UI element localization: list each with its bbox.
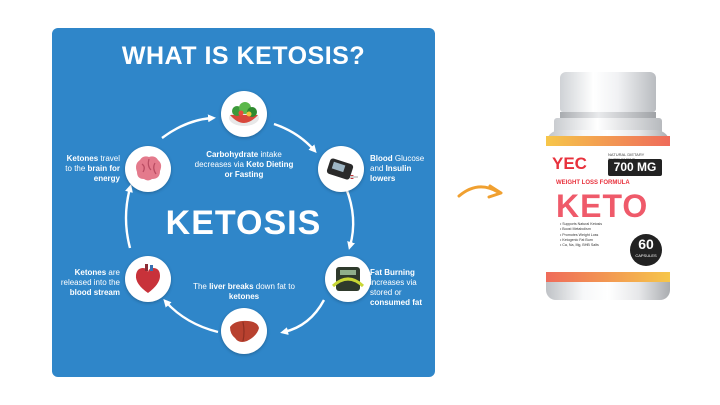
capsule-count-badge: 60 CAPSULES [630,234,662,266]
arrow-heart-to-brain [124,184,133,249]
step-text-run: blood stream [69,288,120,297]
scale-tape-icon [325,256,371,302]
step-text-run: Ketones [74,268,107,277]
ketosis-infographic-panel: WHAT IS KETOSIS? KETOSIS Carbohydrate in… [52,28,435,377]
step-text-run: The [193,282,210,291]
step-text-run: Fat Burning [370,268,415,277]
heart-icon [125,256,171,302]
liver-icon [221,308,267,354]
benefit-item: • Ca, Na, Mg, BHB Salts [560,243,599,248]
formula-line: WEIGHT LOSS FORMULA [556,180,630,186]
benefits-list: • Supports Natural Ketosis• Boost Metabo… [560,222,602,248]
dose-badge: 700 MG [608,159,662,176]
step-text-run: increases via stored or [370,278,417,297]
step-label-brain: Ketones travel to the brain for energy [58,154,120,184]
product-name: KETO [556,188,649,224]
benefit-item: • Boost Metabolism [560,227,591,232]
step-text-run: intake decreases via [194,150,282,169]
infographic-title: WHAT IS KETOSIS? [121,42,366,70]
step-text-run: brain for energy [87,164,120,183]
step-label-heart: Ketones are released into the blood stre… [58,268,120,298]
capsule-count: 60 [638,236,654,252]
brain-icon [125,146,171,192]
step-text-run: are released into the [60,268,120,287]
step-label-fat-burning: Fat Burning increases via stored or cons… [370,268,432,308]
glucose-meter-icon [318,146,364,192]
step-text-run: Glucose and [370,154,425,173]
step-text-run: Blood [370,154,393,163]
brand-name: YEC [552,154,587,173]
step-text-run: Carbohydrate [206,150,259,159]
arrow-scale-to-liver [280,299,326,335]
step-label-carbohydrate: Carbohydrate intake decreases via Keto D… [192,150,296,180]
step-text-run: travel to the [65,154,120,173]
salad-bowl-icon [221,91,267,137]
benefit-item: • Ketogenic Fat Burn [560,237,594,242]
step-text-run: liver breaks [209,282,254,291]
step-text-run: Insulin lowers [370,164,412,183]
step-text-run: Ketones [66,154,99,163]
step-text-run: Keto Dieting or Fasting [224,160,294,179]
step-label-liver: The liver breaks down fat to ketones [192,282,296,302]
bottle-cap [560,72,656,112]
arrow-brain-to-salad [161,114,216,139]
step-text-run: consumed fat [370,298,423,307]
bottle-label: YEC NATURAL DIETARY SUPPLEMENT 700 MG WE… [546,136,670,282]
step-text-run: down fat to [253,282,295,291]
arrow-meter-to-scale [344,187,355,250]
ketosis-center-label: KETOSIS [165,204,322,242]
arrow-salad-to-meter [273,122,317,153]
curved-arrow-to-product [457,184,503,199]
benefit-item: • Promotes Weight Loss [560,232,599,237]
capsule-unit: CAPSULES [635,253,657,258]
benefit-item: • Supports Natural Ketosis [560,222,603,226]
step-text-run: ketones [228,292,260,301]
cycle-arrows [124,114,355,335]
arrow-liver-to-heart [163,299,219,334]
step-label-blood-glucose: Blood Glucose and Insulin lowers [370,154,432,184]
keto-supplement-bottle: YEC NATURAL DIETARY SUPPLEMENT 700 MG WE… [538,72,678,302]
